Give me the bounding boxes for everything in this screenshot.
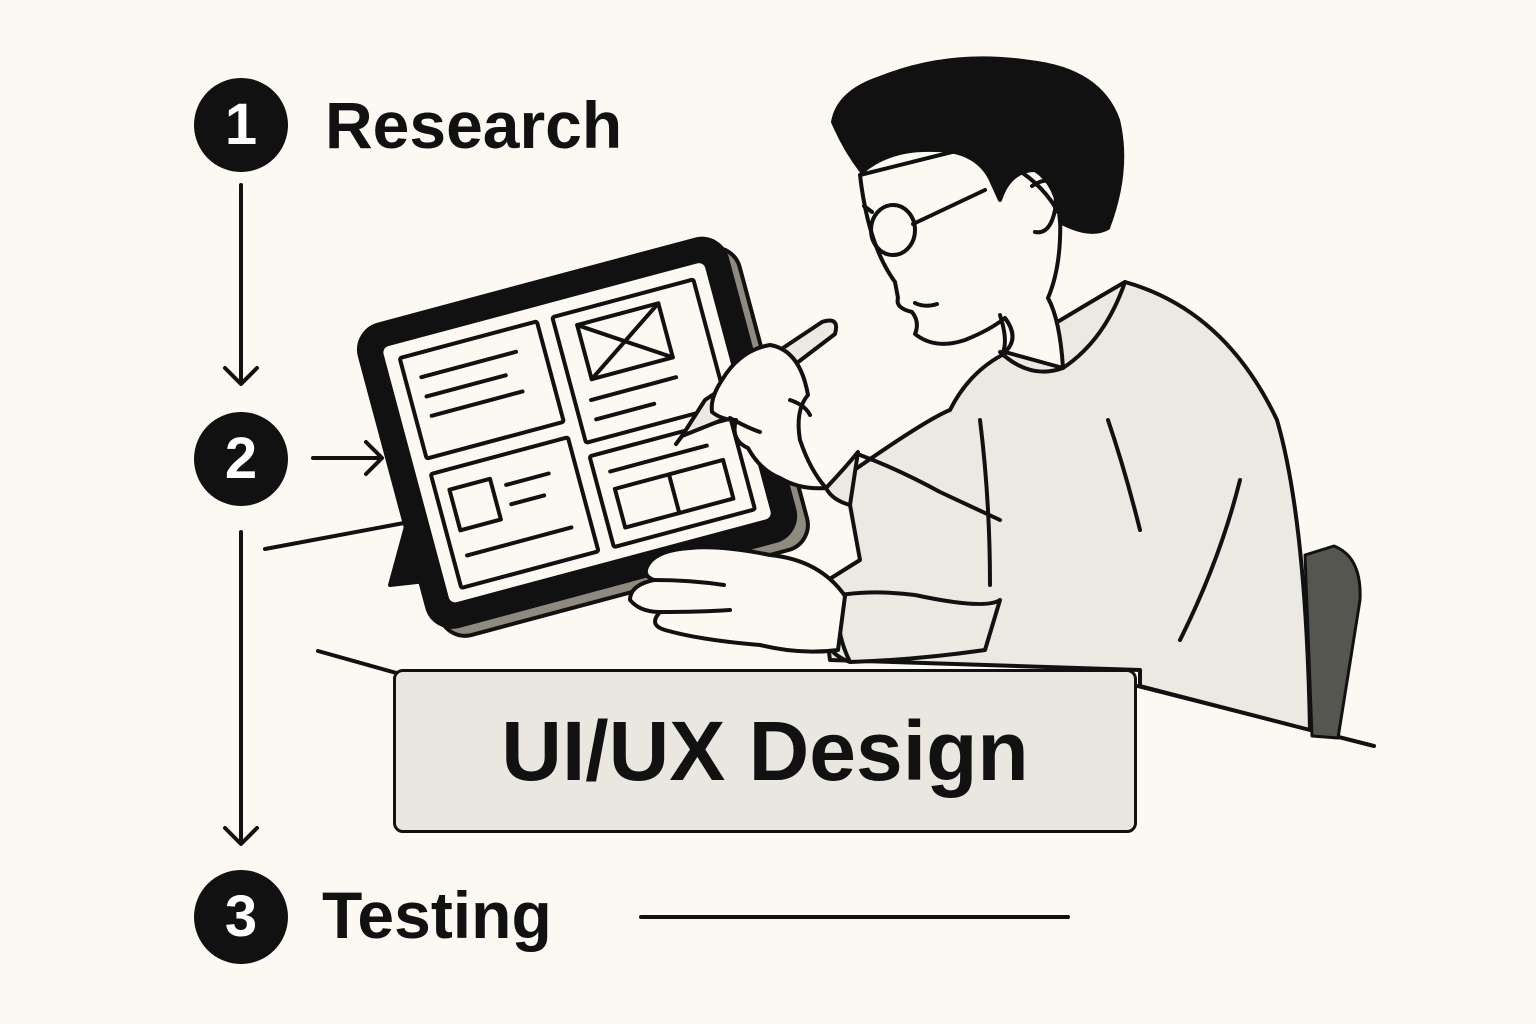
uiux-design-label: UI/UX Design <box>501 703 1029 798</box>
tablet <box>356 236 810 638</box>
step-2-badge: 2 <box>194 412 288 506</box>
finger-line <box>728 416 762 434</box>
step-3-badge: 3 <box>194 870 288 964</box>
left-sleeve <box>815 590 1002 664</box>
mouth <box>913 301 939 308</box>
sweater-fold <box>1106 418 1142 532</box>
face <box>858 148 1065 370</box>
arrow-1-to-2 <box>223 183 259 386</box>
step-1-label: Research <box>325 88 623 162</box>
uiux-design-label-box: UI/UX Design <box>393 669 1137 833</box>
glasses <box>862 188 987 257</box>
sweater-fold <box>978 418 992 587</box>
arrow-2-to-3 <box>223 530 259 846</box>
chair <box>1303 544 1362 740</box>
right-hand <box>709 343 828 491</box>
sweater <box>818 280 1312 732</box>
left-hand <box>628 545 847 654</box>
step-3-label: Testing <box>322 878 552 952</box>
right-arm <box>858 453 1002 522</box>
right-cuff <box>824 450 860 507</box>
arrow-2-to-screen <box>311 440 384 476</box>
neck <box>998 313 1007 354</box>
sweater-fold <box>1178 478 1242 642</box>
hair <box>831 56 1125 234</box>
finger-line <box>653 578 726 587</box>
step-1-badge: 1 <box>194 78 288 172</box>
finger-line <box>658 608 732 614</box>
wireframe-layout-icon <box>398 277 757 590</box>
finger-line <box>788 398 812 417</box>
